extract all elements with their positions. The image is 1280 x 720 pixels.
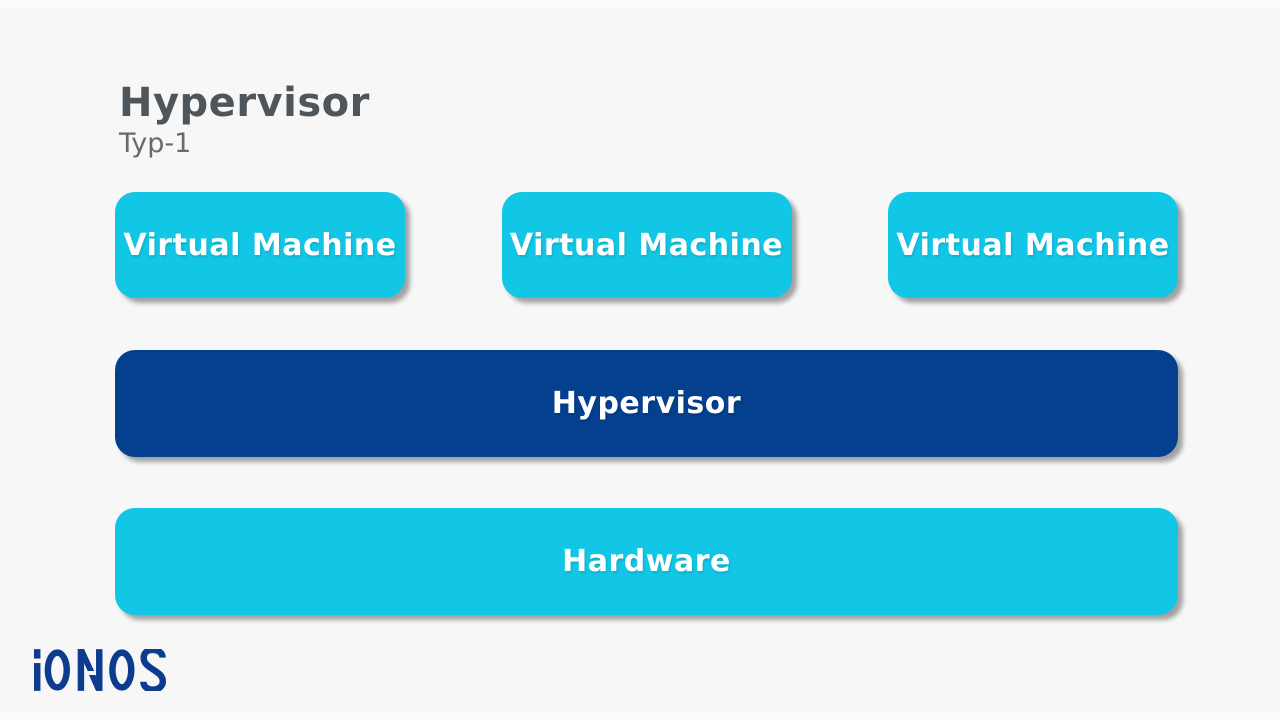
virtual-machine-label: Virtual Machine bbox=[509, 227, 784, 263]
hardware-label: Hardware bbox=[562, 544, 731, 579]
hypervisor-label: Hypervisor bbox=[551, 386, 742, 421]
virtual-machine-box: Virtual Machine bbox=[115, 192, 405, 298]
virtual-machine-row: Virtual Machine Virtual Machine Virtual … bbox=[115, 192, 1178, 298]
virtual-machine-label: Virtual Machine bbox=[123, 227, 397, 263]
top-edge-strip bbox=[0, 0, 1280, 8]
ionos-logo-icon bbox=[33, 649, 167, 691]
hardware-box: Hardware bbox=[115, 508, 1178, 615]
page-subtitle: Typ-1 bbox=[119, 128, 192, 159]
header: Hypervisor Typ-1 bbox=[119, 80, 370, 159]
page-title: Hypervisor bbox=[119, 80, 370, 126]
virtual-machine-box: Virtual Machine bbox=[888, 192, 1178, 298]
hypervisor-type1-diagram: Virtual Machine Virtual Machine Virtual … bbox=[115, 192, 1178, 615]
hypervisor-box: Hypervisor bbox=[115, 350, 1178, 457]
virtual-machine-label: Virtual Machine bbox=[896, 227, 1170, 263]
bottom-edge-strip bbox=[0, 712, 1280, 720]
ionos-logo bbox=[33, 649, 168, 691]
virtual-machine-box: Virtual Machine bbox=[501, 192, 792, 298]
